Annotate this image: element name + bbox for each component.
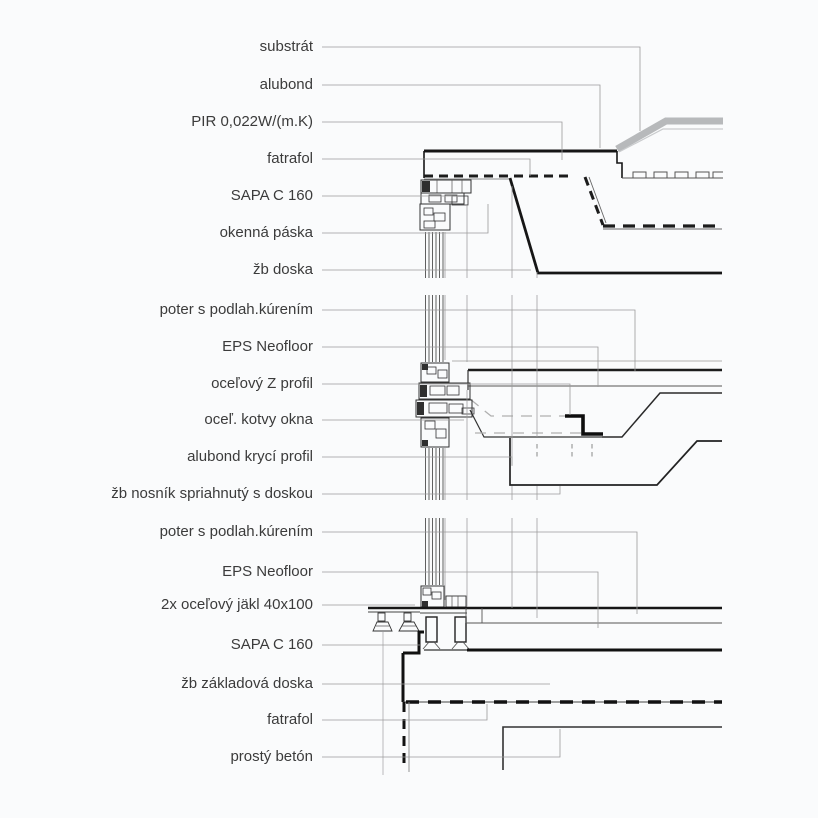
membrane-dashes-slope bbox=[583, 176, 605, 226]
label-substrat: substrát bbox=[259, 38, 313, 55]
label-kotvy-okna: oceľ. kotvy okna bbox=[204, 411, 313, 428]
steel-jakl-right bbox=[454, 616, 467, 643]
label-zb-zakladova: žb základová doska bbox=[181, 675, 313, 692]
drainage-profile-bumps bbox=[632, 171, 723, 178]
leader-eps-mid bbox=[322, 346, 599, 387]
label-fatrafol-bot: fatrafol bbox=[267, 711, 313, 728]
membrane-underline-lower bbox=[588, 176, 722, 230]
label-poter-mid: poter s podlah.kúrením bbox=[159, 301, 313, 318]
leader-alubond-kryci bbox=[322, 456, 513, 466]
slab-sloped-edge bbox=[508, 177, 722, 275]
label-fatrafol-top: fatrafol bbox=[267, 150, 313, 167]
projection-lines bbox=[444, 186, 538, 618]
jakl-feet bbox=[422, 641, 470, 650]
label-jakl: 2x oceľový jäkl 40x100 bbox=[161, 596, 313, 613]
label-eps-bot: EPS Neofloor bbox=[222, 563, 313, 580]
bottom-screed-left bbox=[465, 608, 483, 623]
foundation-step-left bbox=[403, 630, 424, 655]
label-sapa-c160-bot: SAPA C 160 bbox=[230, 636, 313, 653]
leader-fatrafol-top bbox=[322, 158, 531, 176]
soffit-step bbox=[602, 392, 722, 438]
label-prosty-beton: prostý betón bbox=[230, 748, 313, 765]
bottom-detail-foundation bbox=[368, 585, 722, 775]
label-eps-mid: EPS Neofloor bbox=[222, 338, 313, 355]
label-zb-nosnik: žb nosník spriahnutý s doskou bbox=[111, 485, 313, 502]
leader-okenna-paska bbox=[322, 204, 489, 234]
glazing-mullion-lines bbox=[425, 232, 444, 585]
concrete-beam-outline bbox=[509, 438, 722, 486]
label-sapa-c160-top: SAPA C 160 bbox=[230, 187, 313, 204]
leader-z-profil bbox=[322, 383, 571, 415]
parapet-right-step bbox=[616, 151, 623, 178]
recess-outline bbox=[469, 409, 602, 438]
plain-concrete-outline bbox=[502, 726, 722, 770]
leader-pir bbox=[322, 121, 563, 160]
window-sill-frame bbox=[420, 585, 467, 608]
label-alubond-kryci: alubond krycí profil bbox=[187, 448, 313, 465]
label-okenna-paska: okenná páska bbox=[219, 224, 313, 241]
middle-detail-floor bbox=[415, 360, 722, 486]
hidden-line-upper bbox=[469, 398, 565, 417]
label-poter-bot: poter s podlah.kúrením bbox=[159, 523, 313, 540]
label-z-profil: oceľový Z profil bbox=[211, 375, 313, 392]
leader-lines bbox=[322, 46, 641, 758]
leader-prosty-beton bbox=[322, 729, 561, 758]
label-alubond: alubond bbox=[259, 76, 313, 93]
connector-ticks bbox=[536, 444, 593, 458]
roof-substrate-edge bbox=[618, 128, 723, 153]
top-detail-roof-parapet bbox=[419, 117, 723, 275]
label-zb-doska: žb doska bbox=[252, 261, 313, 278]
leader-zb-nosnik bbox=[322, 486, 561, 495]
leader-fatrafol-bot bbox=[322, 704, 488, 721]
leader-eps-bot bbox=[322, 571, 599, 628]
window-head-frame bbox=[419, 179, 472, 231]
label-pir: PIR 0,022W/(m.K) bbox=[191, 113, 313, 130]
steel-z-profile bbox=[565, 414, 603, 436]
leader-substrat bbox=[322, 46, 641, 131]
leader-poter-mid bbox=[322, 309, 636, 371]
leader-alubond bbox=[322, 84, 601, 148]
leader-poter-bot bbox=[322, 531, 638, 614]
steel-jakl-left bbox=[425, 616, 438, 643]
roof-substrate-band bbox=[615, 117, 723, 153]
pedestal-feet bbox=[372, 612, 420, 632]
window-transom-frame bbox=[415, 362, 475, 448]
